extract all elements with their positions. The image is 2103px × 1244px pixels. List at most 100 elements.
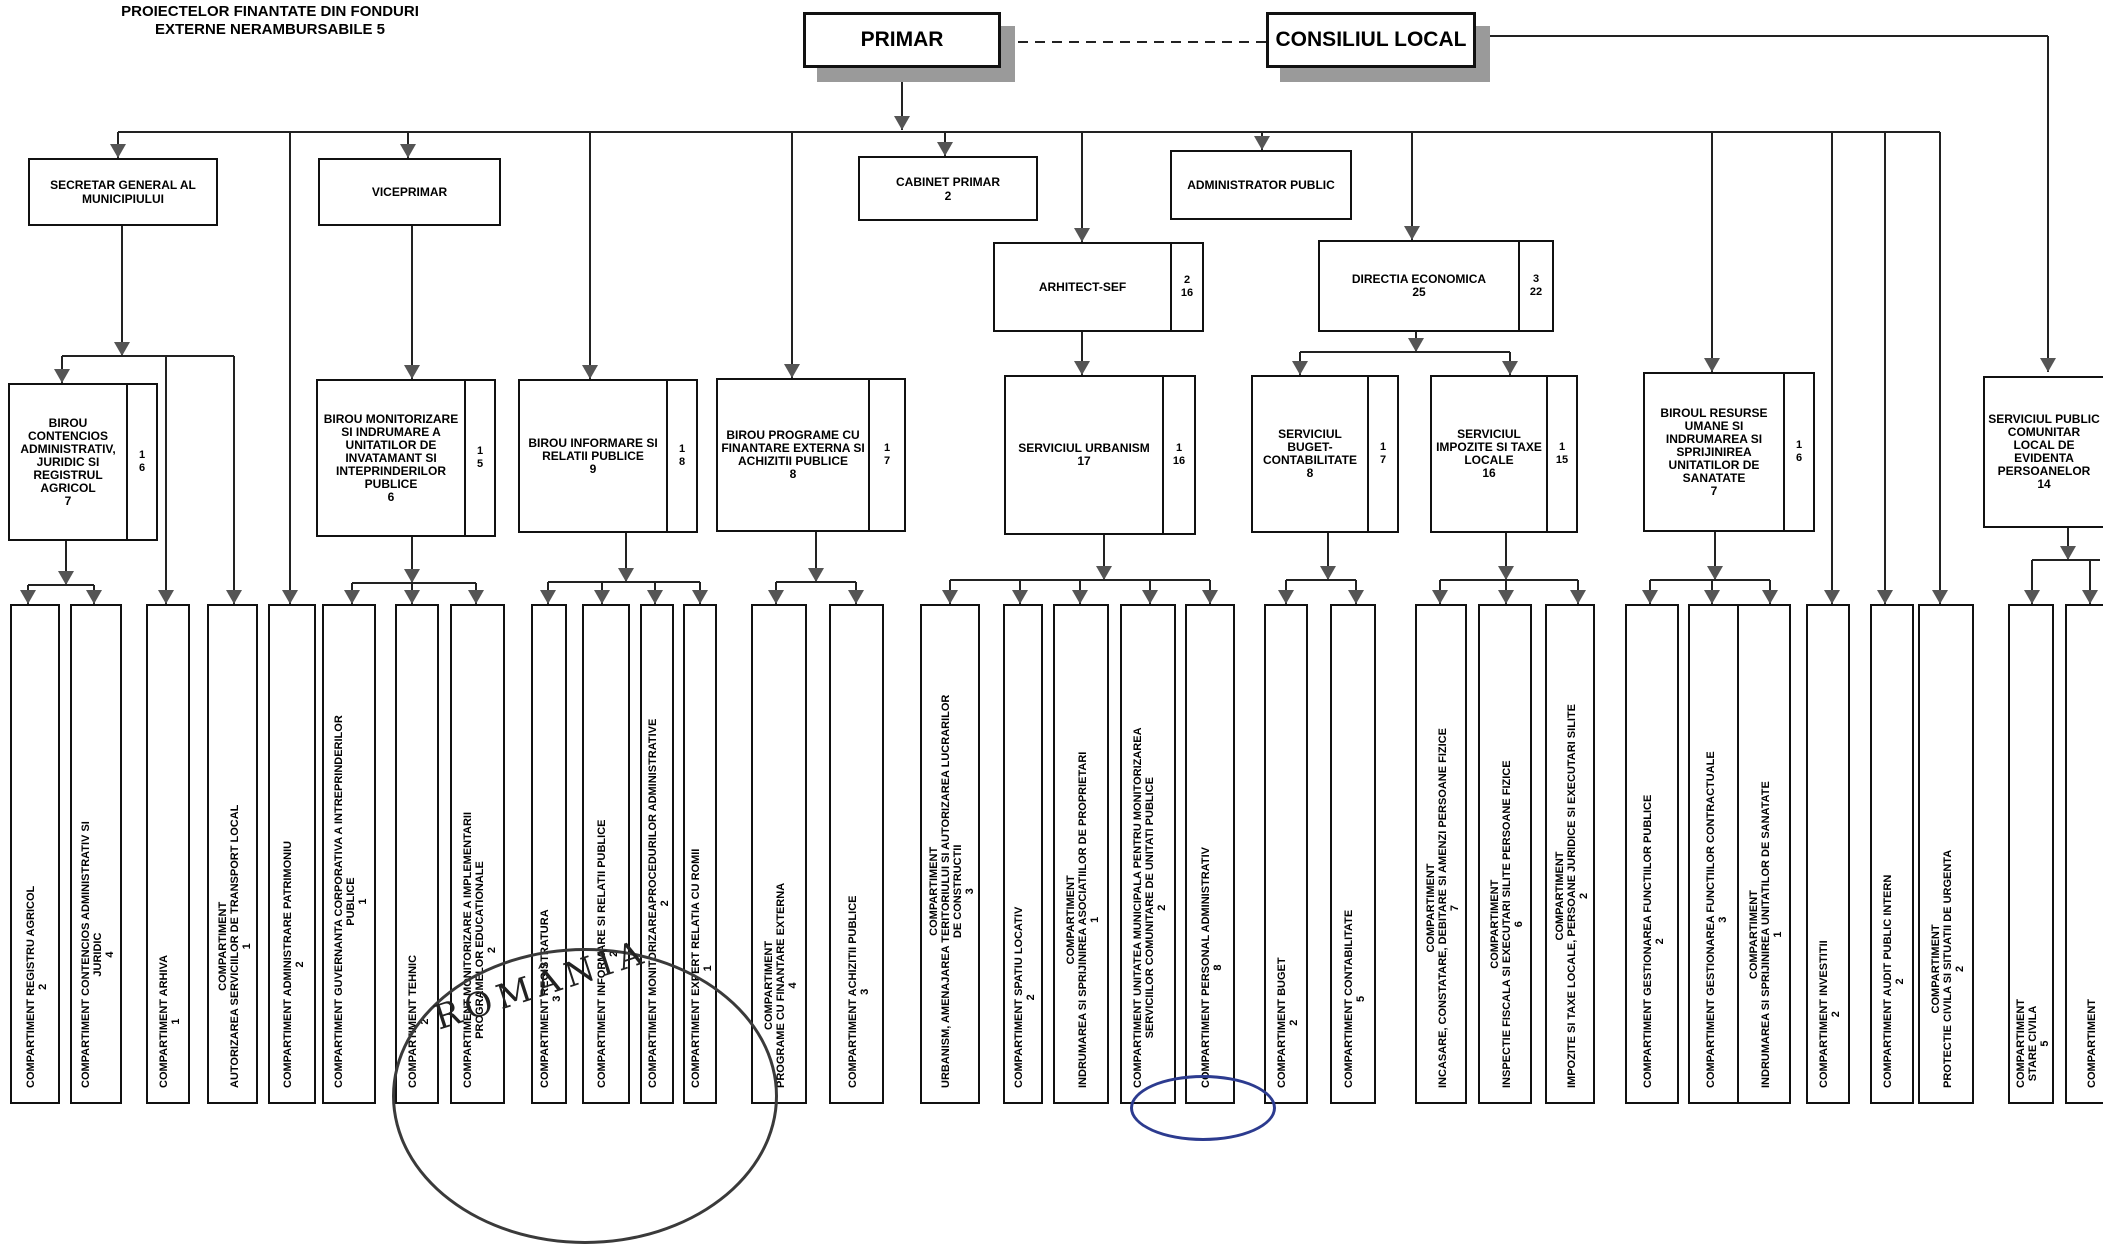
compartment-count: 2: [485, 946, 498, 954]
arrowhead: [1012, 590, 1028, 604]
unit-count: 14: [2037, 477, 2051, 491]
arhitect-sef-label: ARHITECT-SEF: [1038, 279, 1127, 294]
compartment-label: STARE CIVILA: [2027, 1005, 2039, 1082]
arhitect-sef-n2: 16: [1180, 287, 1194, 299]
compartment-label: INCASARE, CONSTATARE, DEBITARE SI AMENZI…: [1437, 728, 1449, 1088]
compartment-label: COMPARTIMENT: [1930, 924, 1942, 1014]
compartment-compartiment-gestionarea-functiilor-publ: COMPARTIMENT GESTIONAREA FUNCTIILOR PUBL…: [1625, 604, 1679, 1104]
arrowhead: [468, 590, 484, 604]
arrowhead: [1278, 590, 1294, 604]
arrowhead: [1404, 226, 1420, 240]
viceprimar-box: VICEPRIMAR: [318, 158, 501, 226]
compartment-count: 1: [702, 965, 714, 972]
compartment-label: PROGRAME CU FINANTARE EXTERNA: [775, 882, 787, 1088]
compartment-count: 1: [240, 943, 253, 950]
compartment-label: URBANISM, AMENAJAREA TERITORIULUI SI AUT…: [940, 694, 952, 1088]
compartment-label: INSPECTIE FISCALA SI EXECUTARI SILITE PE…: [1501, 760, 1513, 1088]
compartment-label: COMPARTIMENT: [928, 846, 940, 936]
compartment-compartiment-gestionarea-functiilor-cont: COMPARTIMENT GESTIONAREA FUNCTIILOR CONT…: [1688, 604, 1742, 1104]
arrowhead: [784, 364, 800, 378]
unit-count: 8: [1306, 466, 1314, 480]
blue-stamp: [1130, 1075, 1276, 1141]
unit-birou-programe-cu-finantare-externa-si-a: BIROU PROGRAME CU FINANTARE EXTERNA SI A…: [716, 378, 906, 532]
unit-n2: 6: [138, 462, 146, 474]
arrowhead: [344, 590, 360, 604]
unit-label: BIROU PROGRAME CU FINANTARE EXTERNA SI A…: [721, 428, 865, 468]
compartment-label: COMPARTIMENT ACHIZITII PUBLICE: [846, 895, 859, 1089]
arrowhead: [1074, 361, 1090, 375]
arrowhead: [692, 590, 708, 604]
unit-label: SERVICIUL URBANISM: [1018, 441, 1150, 455]
arrowhead: [594, 590, 610, 604]
unit-n1: 1: [1379, 441, 1387, 453]
arrowhead: [848, 590, 864, 604]
arrowhead: [618, 568, 634, 582]
unit-count: 16: [1482, 466, 1496, 480]
arhitect-sef-n1: 2: [1183, 274, 1191, 286]
administrator-public-box: ADMINISTRATOR PUBLIC: [1170, 150, 1352, 220]
directia-economica-n1: 3: [1532, 273, 1540, 285]
unit-label: BIROU CONTENCIOS ADMINISTRATIV, JURIDIC …: [20, 415, 116, 495]
arrowhead: [1824, 590, 1840, 604]
secretar-general-box: SECRETAR GENERAL AL MUNICIPIULUI: [28, 158, 218, 226]
arrowhead: [158, 590, 174, 604]
arrowhead: [1072, 590, 1088, 604]
unit-birou-contencios-administrativ-juridic-s: BIROU CONTENCIOS ADMINISTRATIV, JURIDIC …: [8, 383, 158, 541]
unit-n2: 6: [1795, 452, 1803, 464]
unit-count: 7: [1710, 483, 1718, 498]
unit-n2: 16: [1172, 455, 1186, 467]
compartment-count: 1: [1089, 916, 1101, 923]
arrowhead: [1498, 590, 1514, 604]
compartment-count: 2: [1288, 1019, 1300, 1026]
compartment-label: COMPARTIMENT GUVERNANTA CORPORATIVA A IN…: [333, 715, 345, 1088]
compartment-label: COMPARTIMENT: [2015, 998, 2027, 1088]
arrowhead: [1642, 590, 1658, 604]
consiliul-local-label: CONSILIUL LOCAL: [1275, 28, 1467, 51]
compartment-label: PUBLICE: [345, 877, 357, 926]
compartment-label: AUTORIZAREA SERVICIILOR DE TRANSPORT LOC…: [228, 804, 241, 1088]
compartment-label: COMPARTIMENT ARHIVA: [158, 954, 170, 1088]
unit-birou-monitorizare-si-indrumare-a-unitat: BIROU MONITORIZARE SI INDRUMARE A UNITAT…: [316, 379, 496, 537]
directia-economica-count: 25: [1412, 285, 1426, 299]
unit-n2: 8: [678, 456, 686, 468]
arrowhead: [1408, 338, 1424, 352]
compartment-label: COMPARTIMENT AUDIT PUBLIC INTERN: [1882, 874, 1894, 1088]
unit-label: BIROU INFORMARE SI RELATII PUBLICE: [528, 435, 658, 463]
compartment-count: 5: [1355, 995, 1367, 1002]
arrowhead: [1707, 566, 1723, 580]
compartment-count: 3: [1717, 916, 1729, 923]
compartment-compartiment: COMPARTIMENT: [2065, 604, 2103, 1104]
compartment-label: SERVICIILOR COMUNITARE DE UNITATI PUBLIC…: [1144, 777, 1156, 1039]
connector-lines: [20, 35, 2100, 604]
arrowhead: [404, 365, 420, 379]
compartment-count: 1: [1772, 931, 1784, 938]
compartment-count: 2: [1894, 978, 1906, 985]
consiliul-local-box: CONSILIUL LOCAL: [1266, 12, 1476, 68]
compartment-label: COMPARTIMENT GESTIONAREA FUNCTIILOR CONT…: [1705, 751, 1717, 1088]
title-line-2: EXTERNE NERAMBURSABILE 5: [154, 21, 386, 38]
arrowhead: [1432, 590, 1448, 604]
arrowhead: [1320, 566, 1336, 580]
unit-n2: 15: [1555, 454, 1569, 466]
compartment-count: 6: [1513, 921, 1525, 928]
directia-economica-n2: 22: [1529, 286, 1543, 298]
arrowhead: [110, 144, 126, 158]
arrowhead: [1074, 228, 1090, 242]
compartment-compartiment-guvernanta-corporativa-a-in: COMPARTIMENT GUVERNANTA CORPORATIVA A IN…: [322, 604, 376, 1104]
unit-count: 7: [64, 493, 72, 508]
compartment-count: 3: [858, 988, 871, 995]
arrowhead: [2040, 358, 2056, 372]
